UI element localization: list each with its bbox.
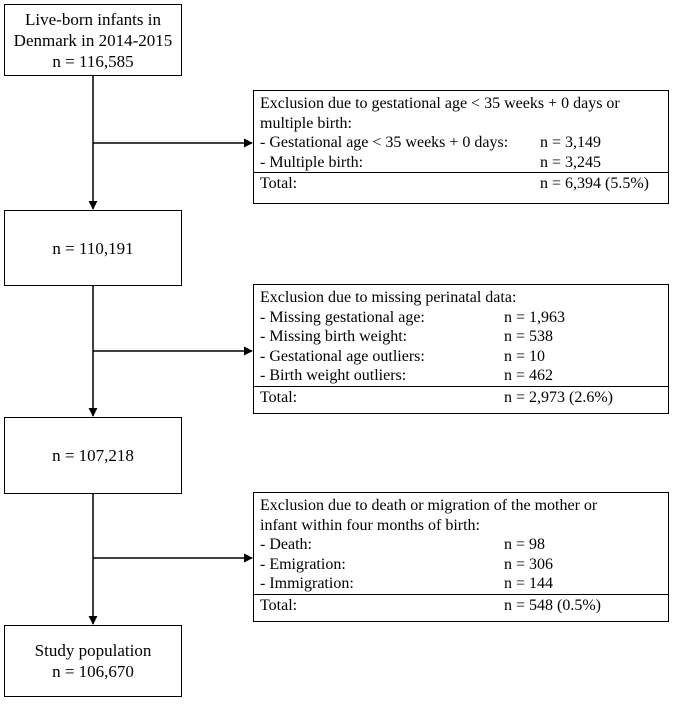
exclusion-header-line: infant within four months of birth: [260,516,480,534]
after-second-exclusion-box: n = 107,218 [4,417,182,494]
exclusion-row-label: - Multiple birth: [260,153,364,171]
exclusion-row: - Multiple birth: n = 3,245 [254,153,668,173]
exclusion-total-row: Total: n = 2,973 (2.6%) [254,385,668,408]
exclusion-total-value: n = 6,394 (5.5%) [540,175,650,192]
exclusion-header-line: Exclusion due to missing perinatal data: [260,289,517,306]
exclusion-row-value: n = 144 [504,575,554,592]
exclusion-row-value: n = 1,963 [504,308,566,326]
exclusion-row-label: - Birth weight outliers: [260,367,407,384]
exclusion-row: - Emigration: n = 306 [254,555,668,575]
exclusion-row-label: - Missing gestational age: [260,308,425,326]
exclusion-row: - Gestational age outliers: n = 10 [254,347,668,367]
exclusion-header-line: Exclusion due to gestational age < 35 we… [260,95,620,112]
exclusion-total-row: Total: n = 548 (0.5%) [254,593,668,616]
exclusion-row-value: n = 538 [504,328,554,345]
start-population-box: Live-born infants in Denmark in 2014-201… [4,4,182,76]
exclusion-header: Exclusion due to death or migration of t… [254,493,668,535]
start-box-line-2: Denmark in 2014-2015 [13,30,173,50]
study-population-count: n = 106,670 [52,662,134,681]
exclusion-header-line: multiple birth: [260,114,352,132]
exclusion-row-label: - Gestational age outliers: [260,347,425,365]
exclusion-row-label: - Death: [260,536,312,553]
exclusion-row: - Gestational age < 35 weeks + 0 days: n… [254,133,668,153]
exclusion-total-value: n = 2,973 (2.6%) [504,388,614,406]
exclusion-header-line: Exclusion due to death or migration of t… [260,497,598,514]
exclusion-total-row: Total: n = 6,394 (5.5%) [254,172,668,194]
exclusion-row-value: n = 462 [504,367,554,384]
exclusion-box-death-migration: Exclusion due to death or migration of t… [253,492,669,622]
exclusion-row-label: - Immigration: [260,575,354,592]
study-population-box: Study population n = 106,670 [4,625,182,697]
exclusion-row: - Immigration: n = 144 [254,574,668,594]
exclusion-total-value: n = 548 (0.5%) [504,596,602,614]
exclusion-total-label: Total: [260,175,298,192]
exclusion-total-label: Total: [260,388,298,406]
exclusion-box-missing-perinatal: Exclusion due to missing perinatal data:… [253,284,669,414]
exclusion-header: Exclusion due to missing perinatal data: [254,285,668,308]
exclusion-header: Exclusion due to gestational age < 35 we… [254,91,668,133]
exclusion-row: - Death: n = 98 [254,535,668,555]
exclusion-row-label: - Gestational age < 35 weeks + 0 days: [260,134,509,151]
exclusion-row-value: n = 10 [504,347,546,365]
study-population-label: Study population [34,641,152,660]
exclusion-row-value: n = 3,245 [540,153,602,171]
exclusion-row-label: - Emigration: [260,555,346,573]
start-box-line-1: Live-born infants in [25,9,161,29]
exclusion-row-value: n = 306 [504,555,554,573]
exclusion-row: - Missing birth weight: n = 538 [254,327,668,347]
after-first-exclusion-box: n = 110,191 [4,210,182,286]
exclusion-row-label: - Missing birth weight: [260,328,408,345]
exclusion-row: - Missing gestational age: n = 1,963 [254,308,668,328]
exclusion-row: - Birth weight outliers: n = 462 [254,366,668,386]
exclusion-row-value: n = 3,149 [540,134,602,151]
after-second-exclusion-count: n = 107,218 [52,446,134,465]
start-box-line-3: n = 116,585 [52,51,134,71]
exclusion-total-label: Total: [260,596,298,614]
exclusion-row-value: n = 98 [504,536,546,553]
after-first-exclusion-count: n = 110,191 [52,238,134,258]
exclusion-box-gestational-age: Exclusion due to gestational age < 35 we… [253,90,669,204]
